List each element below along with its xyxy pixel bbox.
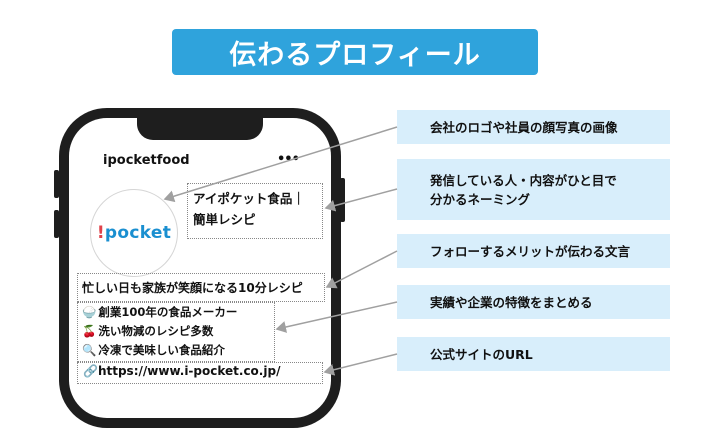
bio-item: 🔍冷凍で美味しい食品紹介 <box>82 342 225 358</box>
magnifier-icon: 🔍 <box>82 343 97 357</box>
profile-name-line: 簡単レシピ <box>193 212 256 227</box>
profile-name-highlight <box>187 183 323 239</box>
url-text[interactable]: https://www.i-pocket.co.jp/ <box>97 364 281 378</box>
bio-list-highlight <box>77 302 275 362</box>
profile-username: ipocketfood <box>103 153 190 168</box>
title-banner: 伝わるプロフィール <box>172 29 538 75</box>
profile-name-line: アイポケット食品｜ <box>193 191 305 206</box>
callout-official-url: 公式サイトのURL <box>397 337 670 371</box>
arrow-to-bio-headline <box>325 250 398 289</box>
callout-line: 会社のロゴや社員の顔写真の画像 <box>430 119 618 135</box>
rice-bowl-icon: 🍚 <box>82 305 97 319</box>
arrow-to-avatar <box>163 126 398 203</box>
callout-line: 実績や企業の特徴をまとめる <box>430 294 593 310</box>
arrow-to-url <box>323 353 398 376</box>
link-icon: 🔗 <box>83 364 98 378</box>
bio-item: 🍚創業100年の食品メーカー <box>82 304 237 320</box>
logo-bang: ! <box>96 223 105 243</box>
avatar[interactable]: !pocket <box>90 189 178 277</box>
arrow-to-name <box>324 188 398 212</box>
bio-item-text: 創業100年の食品メーカー <box>98 305 238 319</box>
logo-text: pocket <box>104 223 172 243</box>
phone-notch <box>137 118 263 140</box>
more-options-icon[interactable]: ••• <box>277 152 300 167</box>
page-title: 伝わるプロフィール <box>229 39 481 71</box>
bio-item-text: 洗い物減のレシピ多数 <box>98 324 214 338</box>
callout-line: 公式サイトのURL <box>430 346 533 362</box>
arrow-to-bio-list <box>275 301 398 333</box>
callout-follow-merit: フォローするメリットが伝わる文言 <box>397 234 670 268</box>
profile-url[interactable]: 🔗https://www.i-pocket.co.jp/ <box>83 364 280 378</box>
bio-headline: 忙しい日も家族が笑顔になる10分レシピ <box>82 281 303 295</box>
bio-headline-highlight <box>77 273 325 302</box>
phone-side-button-left-2 <box>54 210 59 238</box>
phone-side-button-right <box>340 178 345 222</box>
callout-achievements: 実績や企業の特徴をまとめる <box>397 285 670 319</box>
profile-name: アイポケット食品｜ 簡単レシピ <box>193 188 318 230</box>
bio-item-text: 冷凍で美味しい食品紹介 <box>98 343 225 357</box>
cherry-icon: 🍒 <box>82 324 97 338</box>
pocket-logo: !pocket <box>97 223 171 243</box>
callout-arrows <box>163 126 398 376</box>
phone-side-button-left-1 <box>54 170 59 198</box>
bio-item: 🍒洗い物減のレシピ多数 <box>82 323 213 339</box>
callout-line: 発信している人・内容がひと目で <box>430 172 617 188</box>
callout-logo-image: 会社のロゴや社員の顔写真の画像 <box>397 110 670 144</box>
callout-line: フォローするメリットが伝わる文言 <box>430 243 631 259</box>
callout-line: 分かるネーミング <box>430 191 531 207</box>
url-highlight <box>77 362 323 384</box>
callout-naming: 発信している人・内容がひと目で 分かるネーミング <box>397 159 670 220</box>
